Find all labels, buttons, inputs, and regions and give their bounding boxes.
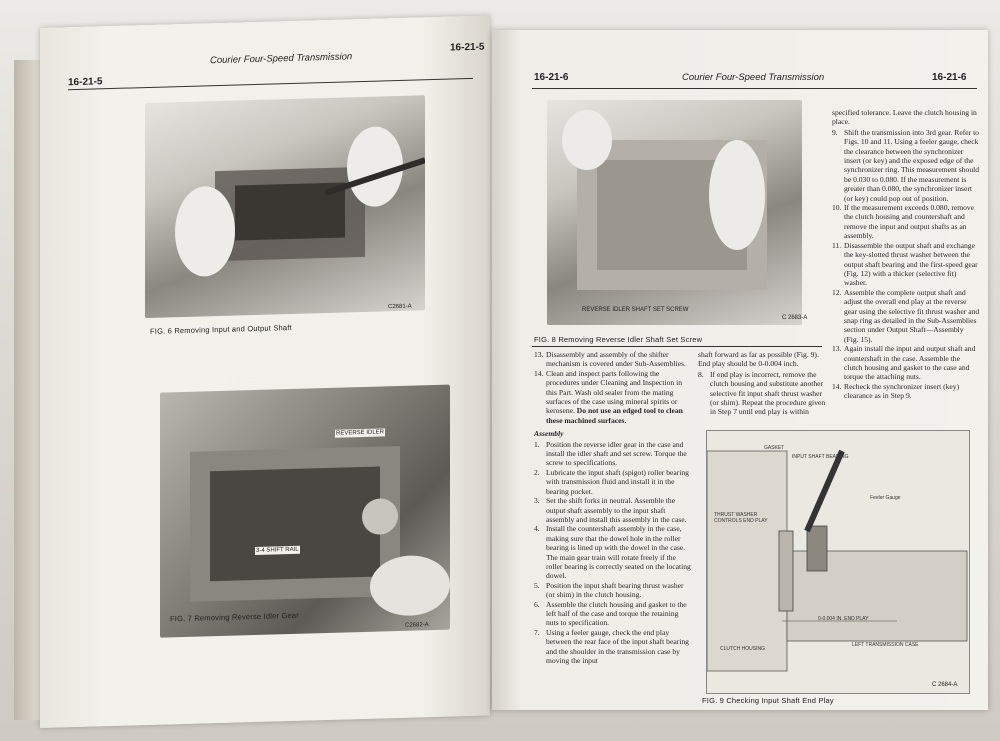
list-item: 13.Again install the input and output sh… xyxy=(832,344,976,382)
figure-code: C 2683-A xyxy=(782,315,808,321)
page-number: 16-21-5 xyxy=(68,76,103,89)
paragraph: shaft forward as far as possible (Fig. 9… xyxy=(698,350,819,369)
text-column-1: 13.Disassembly and assembly of the shift… xyxy=(534,350,692,665)
page-title: Courier Four-Speed Transmission xyxy=(210,51,353,67)
diagram-label: GASKET xyxy=(764,445,785,451)
fig8-photo xyxy=(547,100,802,325)
list-item: 13.Disassembly and assembly of the shift… xyxy=(534,350,686,369)
diagram-label: INPUT SHAFT BEARING xyxy=(792,454,849,460)
figure-code: C 2684-A xyxy=(932,682,958,688)
list-item: 14.Clean and inspect parts following the… xyxy=(534,368,683,425)
paragraph: specified tolerance. Leave the clutch ho… xyxy=(832,108,977,127)
list-item: 12.Assemble the complete output shaft an… xyxy=(832,287,980,344)
caption-rule xyxy=(532,346,822,347)
list-item: 3.Set the shift forks in neutral. Assemb… xyxy=(534,496,687,524)
list-item: 2.Lubricate the input shaft (spigot) rol… xyxy=(534,467,689,496)
diagram-label: THRUST WASHER CONTROLS END PLAY xyxy=(714,512,768,524)
diagram-label: 0-0.004 IN. END PLAY xyxy=(818,616,869,622)
list-item: 6.Assemble the clutch housing and gasket… xyxy=(534,599,687,628)
diagram-label: LEFT TRANSMISSION CASE xyxy=(852,642,919,648)
book-spine-edge xyxy=(14,60,44,720)
list-item: 7.Using a feeler gauge, check the end pl… xyxy=(534,627,689,665)
text-column-2: shaft forward as far as possible (Fig. 9… xyxy=(698,350,826,417)
figure-caption: FIG. 9 Checking Input Shaft End Play xyxy=(702,696,834,705)
figure-label: REVERSE IDLER xyxy=(335,428,386,438)
list-item: 9.Shift the transmission into 3rd gear. … xyxy=(832,127,980,203)
left-page: 16-21-5 Courier Four-Speed Transmission … xyxy=(40,15,490,729)
list-item: 11.Disassemble the output shaft and exch… xyxy=(832,240,978,288)
figure-label: 3-4 SHIFT RAIL xyxy=(255,545,300,555)
page-number: 16-21-6 xyxy=(932,72,967,83)
fig7-photo xyxy=(160,384,450,638)
text-column-3: specified tolerance. Leave the clutch ho… xyxy=(832,108,980,401)
figure-code: C2681-A xyxy=(388,303,412,311)
diagram-label: CLUTCH HOUSING xyxy=(720,646,766,652)
fig6-photo xyxy=(145,95,425,319)
section-heading: Assembly xyxy=(534,429,564,439)
right-page: 16-21-6 Courier Four-Speed Transmission … xyxy=(492,30,988,710)
list-item: 14.Recheck the synchronizer insert (key)… xyxy=(832,381,960,401)
page-number: 16-21-5 xyxy=(450,41,485,54)
diagram-label: Feeler Gauge xyxy=(870,495,901,501)
list-item: 5.Position the input shaft bearing thrus… xyxy=(534,580,684,600)
figure-caption: FIG. 6 Removing Input and Output Shaft xyxy=(150,322,292,336)
header-rule xyxy=(68,77,473,91)
page-number: 16-21-6 xyxy=(534,72,569,83)
list-item: 8.If end play is incorrect, remove the c… xyxy=(698,369,826,417)
list-item: 4.Install the countershaft assembly in t… xyxy=(534,524,691,581)
list-item: 1.Position the reverse idler gear in the… xyxy=(534,439,687,468)
list-item: 10.If the measurement exceeds 0.080, rem… xyxy=(832,203,975,241)
figure-caption: FIG. 8 Removing Reverse Idler Shaft Set … xyxy=(534,335,703,344)
fig9-diagram xyxy=(706,430,970,694)
figure-code: C2682-A xyxy=(405,622,429,629)
page-title: Courier Four-Speed Transmission xyxy=(682,72,825,83)
header-rule xyxy=(532,88,977,89)
figure-label: REVERSE IDLER SHAFT SET SCREW xyxy=(582,307,689,313)
